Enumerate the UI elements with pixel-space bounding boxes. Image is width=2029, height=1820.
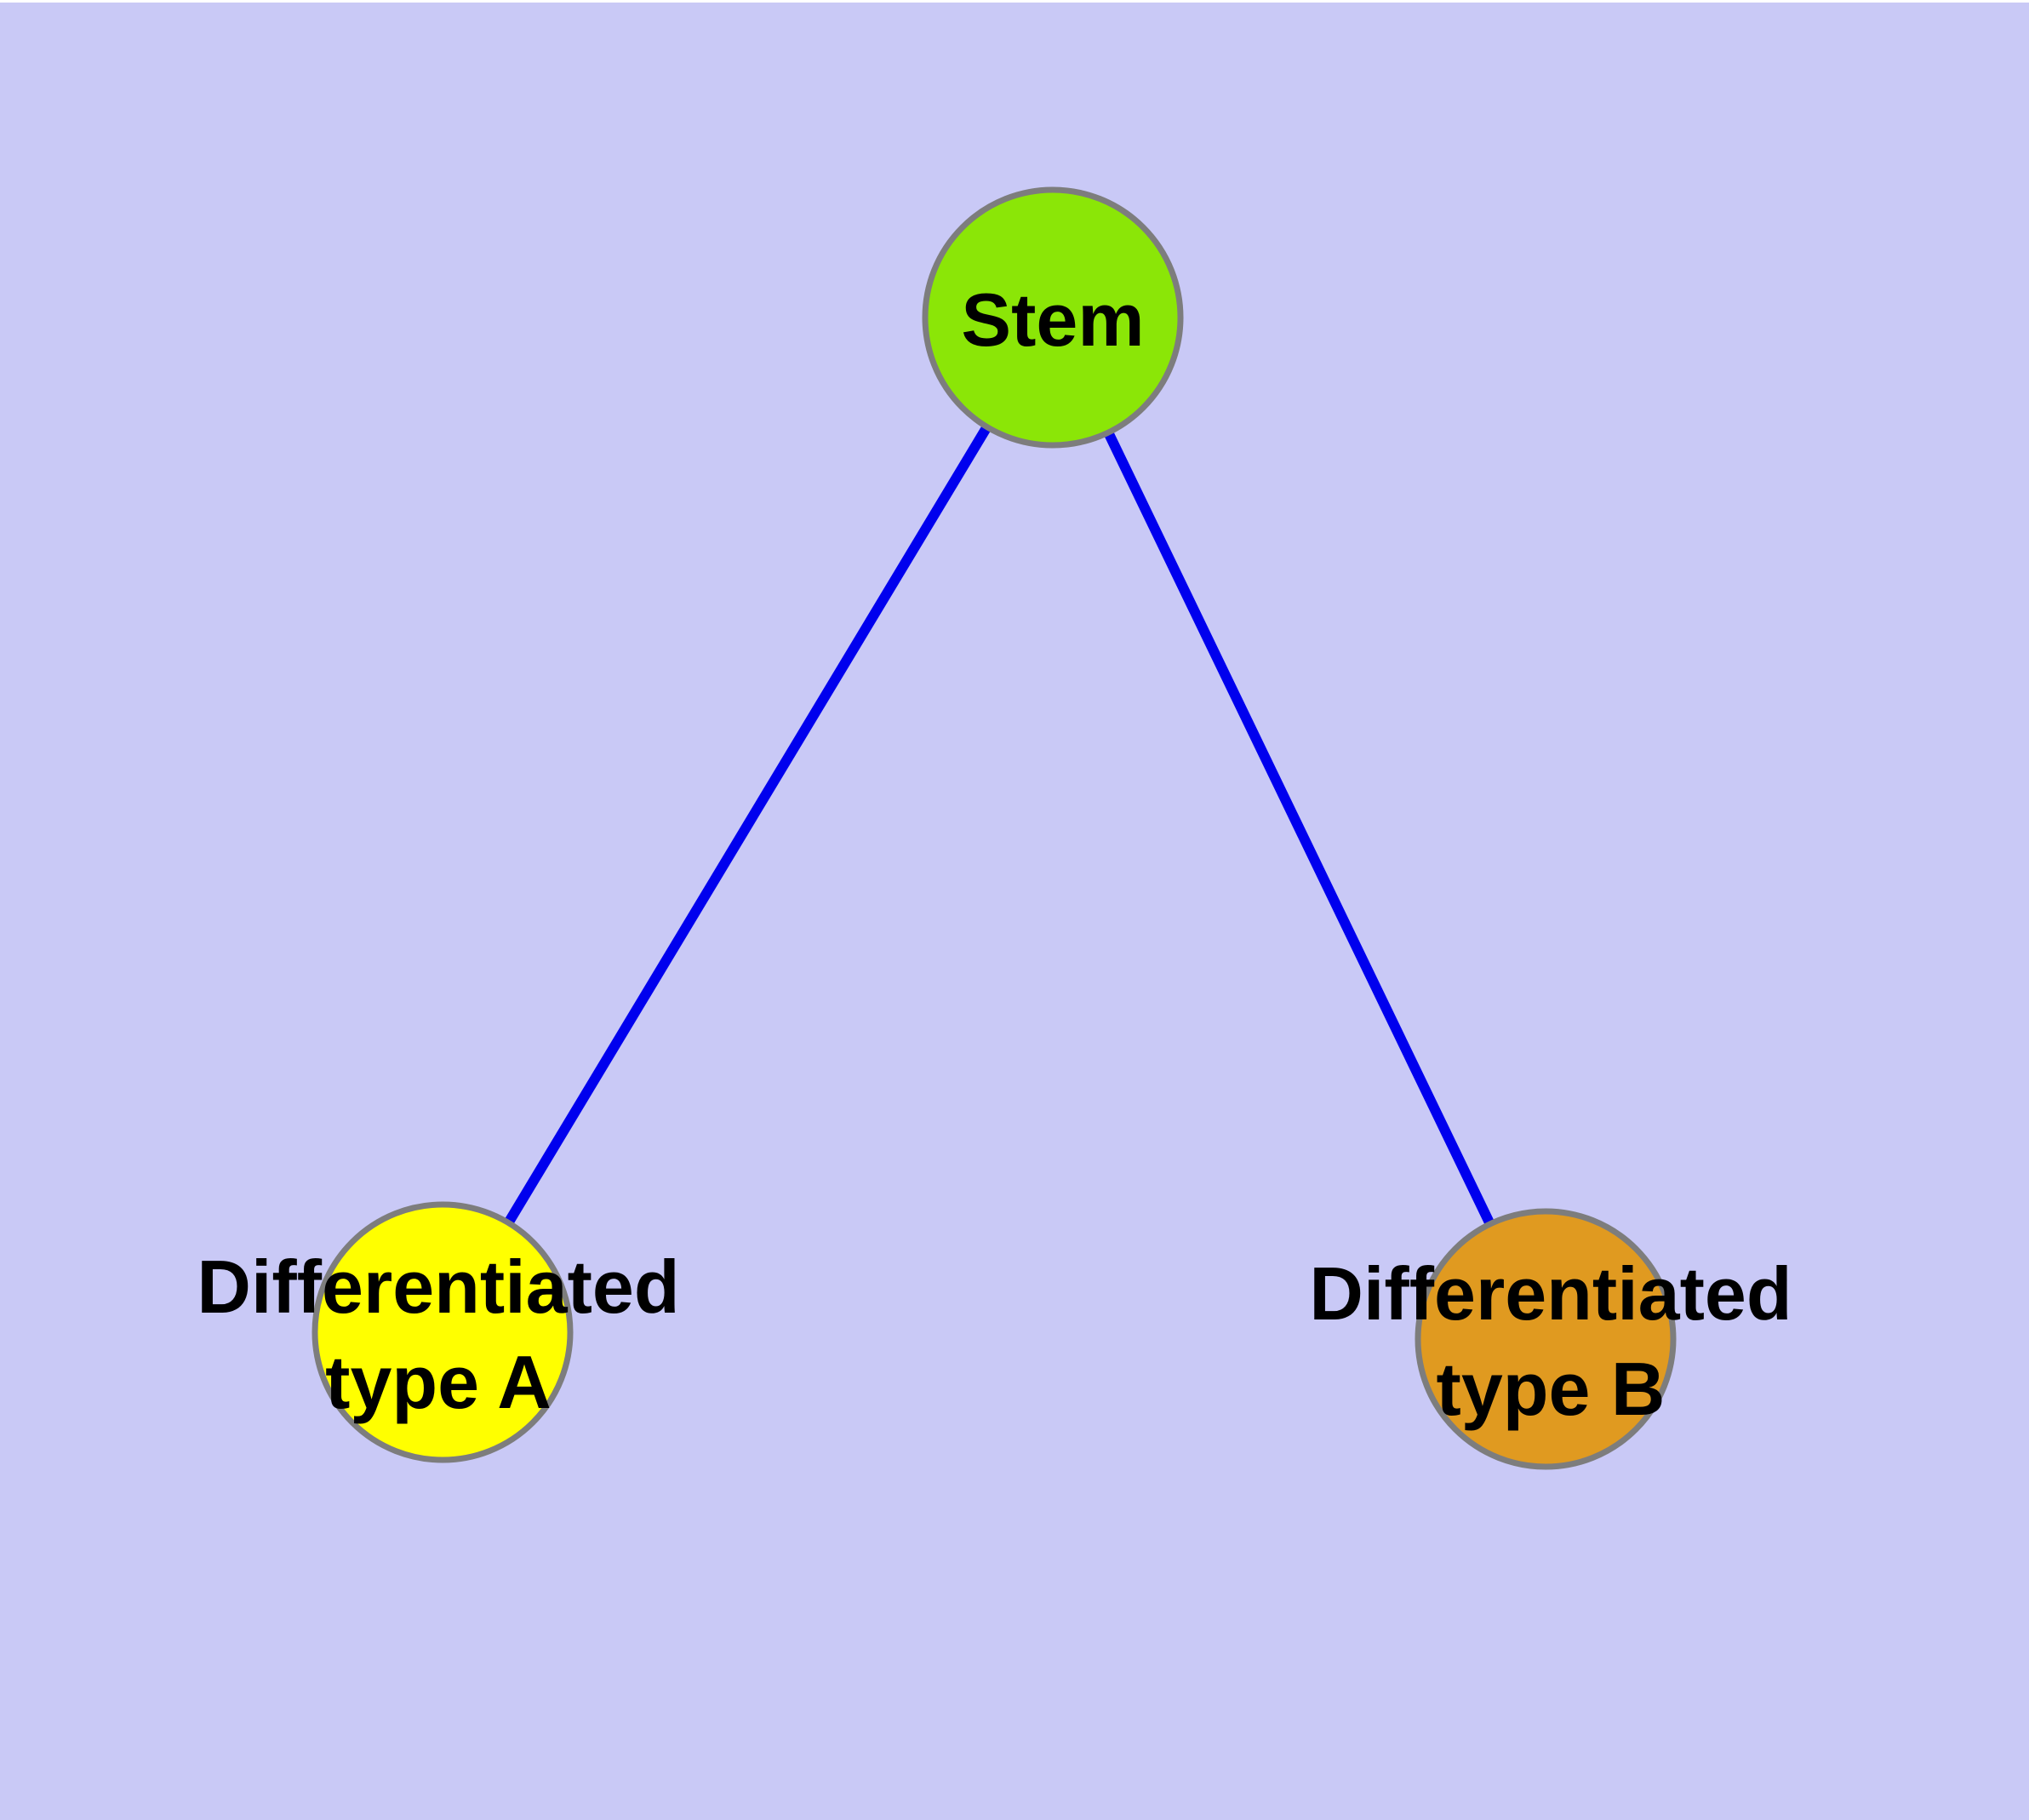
node-type-a-label-line2: type A — [325, 1340, 552, 1424]
node-stem-circle — [922, 186, 1184, 449]
node-type-b-label: Differentiated type B — [1309, 1246, 1792, 1437]
node-type-b-label-line2: type B — [1436, 1347, 1666, 1431]
edge-stem-to-type-a — [437, 314, 1058, 1336]
node-type-b-circle — [1415, 1208, 1677, 1470]
node-type-a-label-line1: Differentiated — [197, 1245, 680, 1329]
node-stem-label: Stem — [961, 278, 1145, 362]
edge-stem-to-type-b — [1048, 315, 1551, 1342]
node-type-a-circle — [311, 1201, 574, 1463]
node-type-a-label: Differentiated type A — [197, 1239, 679, 1430]
node-type-b-label-line1: Differentiated — [1309, 1251, 1792, 1336]
